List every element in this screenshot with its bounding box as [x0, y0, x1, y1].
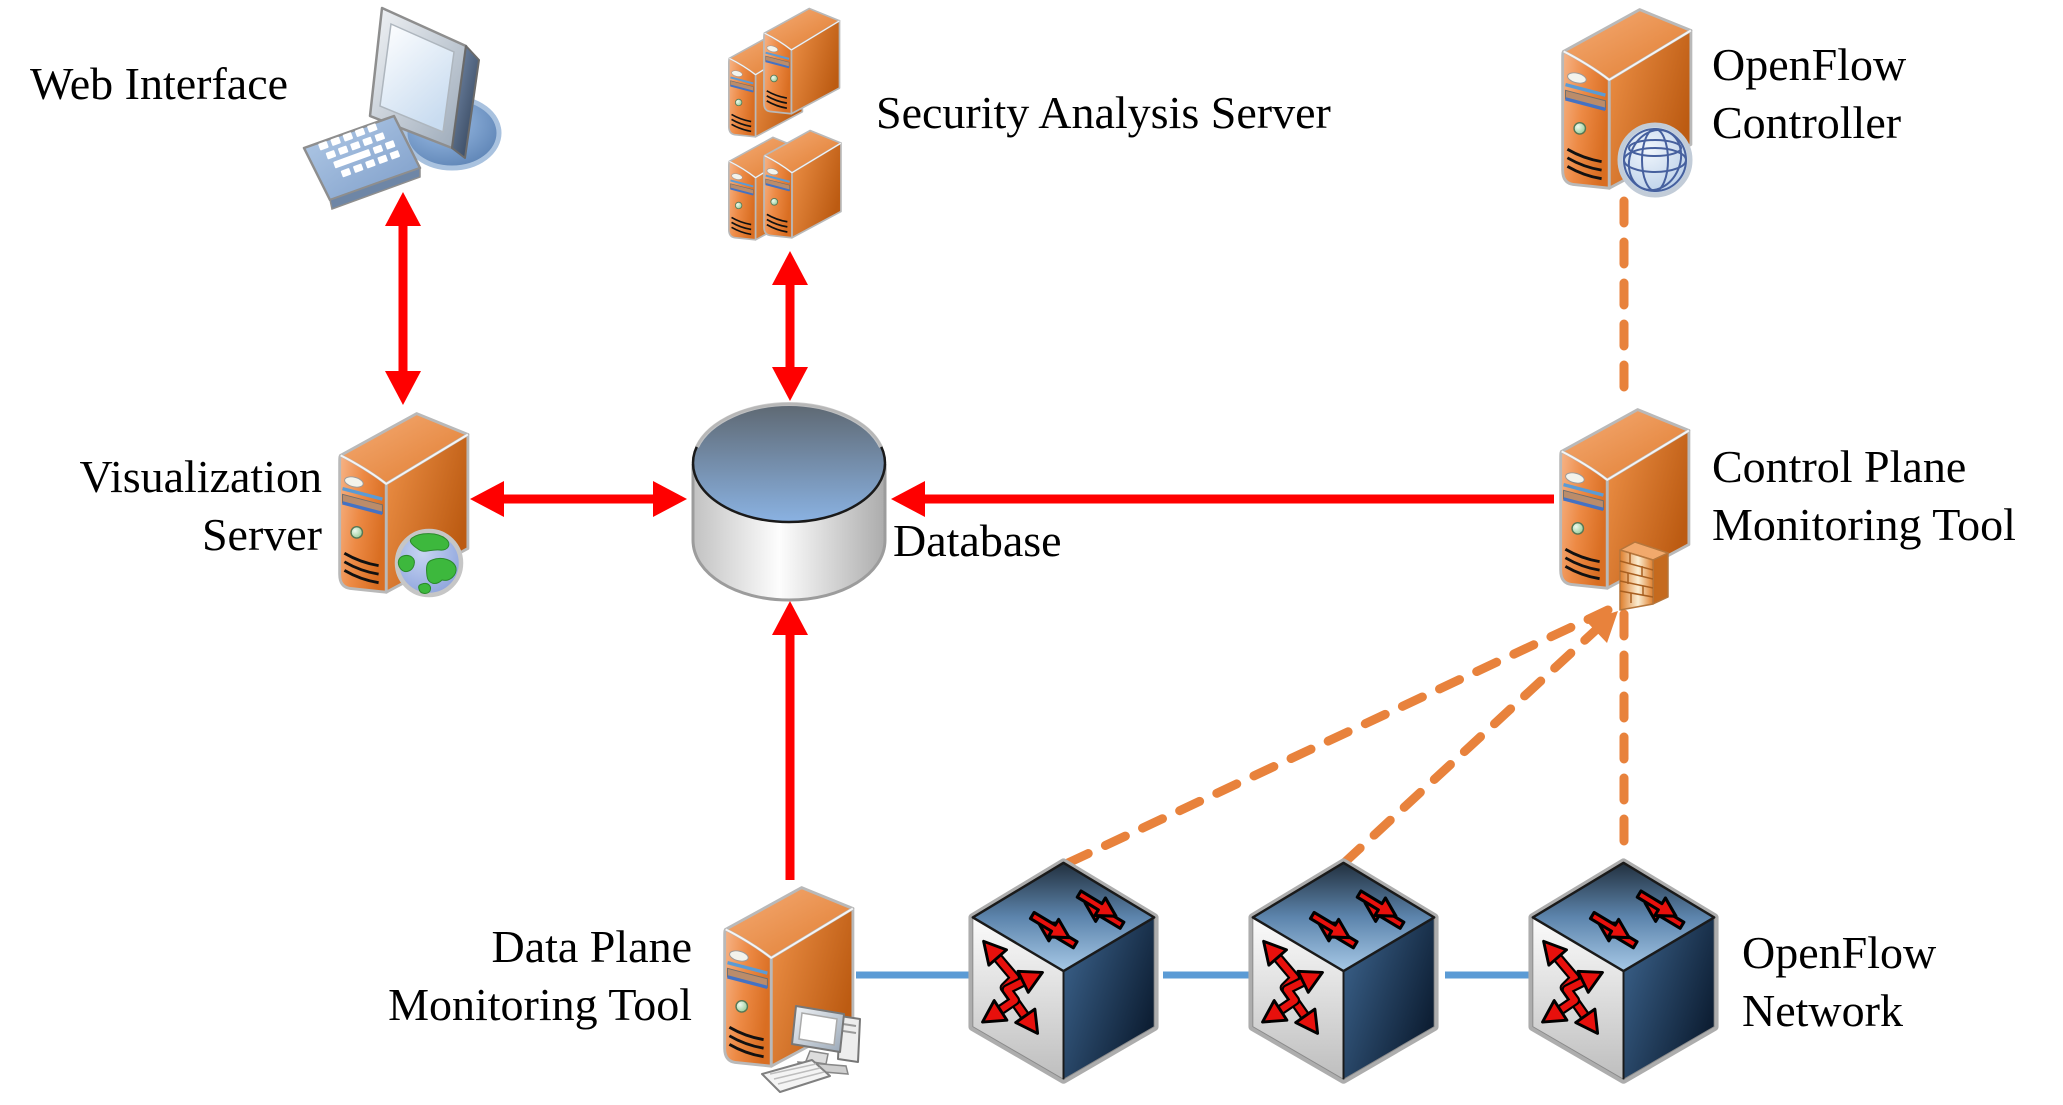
firewall-icon — [1619, 541, 1669, 611]
label-data-plane-monitoring-tool: Data Plane Monitoring Tool — [350, 918, 692, 1034]
edge-security-database — [772, 251, 808, 401]
edge-dataplane-database — [772, 601, 808, 880]
edge-controlplane-database — [891, 481, 1554, 517]
server-earth-globe-icon — [337, 411, 470, 598]
label-visualization-server-line2: Server — [201, 509, 322, 560]
edge-visualization-database — [470, 481, 687, 517]
label-data-plane-line1: Data Plane — [491, 921, 692, 972]
label-openflow-network: OpenFlow Network — [1742, 924, 1936, 1040]
mini-workstation-icon — [761, 1005, 861, 1093]
label-openflow-network-line2: Network — [1742, 985, 1903, 1036]
label-control-plane-line1: Control Plane — [1712, 441, 1967, 492]
edge-web-visualization — [385, 192, 421, 405]
label-openflow-controller-line1: OpenFlow — [1712, 39, 1907, 90]
switch-cube-icon-3 — [1533, 863, 1714, 1079]
server-workstation-icon — [722, 885, 861, 1093]
label-security-analysis-server: Security Analysis Server — [876, 87, 1331, 138]
label-web-interface: Web Interface — [30, 58, 289, 109]
edge-switch2-controlplane — [1339, 611, 1618, 868]
label-openflow-controller: OpenFlow Controller — [1712, 36, 1906, 152]
desktop-computer-icon — [302, 6, 502, 210]
server-cluster-icon — [727, 7, 842, 241]
switch-cube-icon-1 — [973, 863, 1154, 1079]
earth-globe-icon — [394, 528, 464, 598]
label-openflow-network-line1: OpenFlow — [1742, 927, 1937, 978]
label-data-plane-line2: Monitoring Tool — [388, 979, 692, 1030]
label-visualization-server: Visualization Server — [38, 448, 322, 564]
server-globe-wireframe-icon — [1560, 7, 1693, 198]
server-firewall-icon — [1558, 407, 1691, 611]
label-openflow-controller-line2: Controller — [1712, 97, 1902, 148]
wireframe-globe-icon — [1617, 122, 1693, 198]
label-control-plane-monitoring-tool: Control Plane Monitoring Tool — [1712, 438, 2016, 554]
database-cylinder-icon — [691, 401, 887, 602]
label-database: Database — [893, 515, 1062, 566]
label-visualization-server-line1: Visualization — [79, 451, 322, 502]
connector-layer — [385, 192, 1629, 979]
edge-controlplane-switch1 — [1063, 605, 1613, 868]
switch-cube-icon-2 — [1253, 863, 1434, 1079]
label-control-plane-line2: Monitoring Tool — [1712, 499, 2016, 550]
